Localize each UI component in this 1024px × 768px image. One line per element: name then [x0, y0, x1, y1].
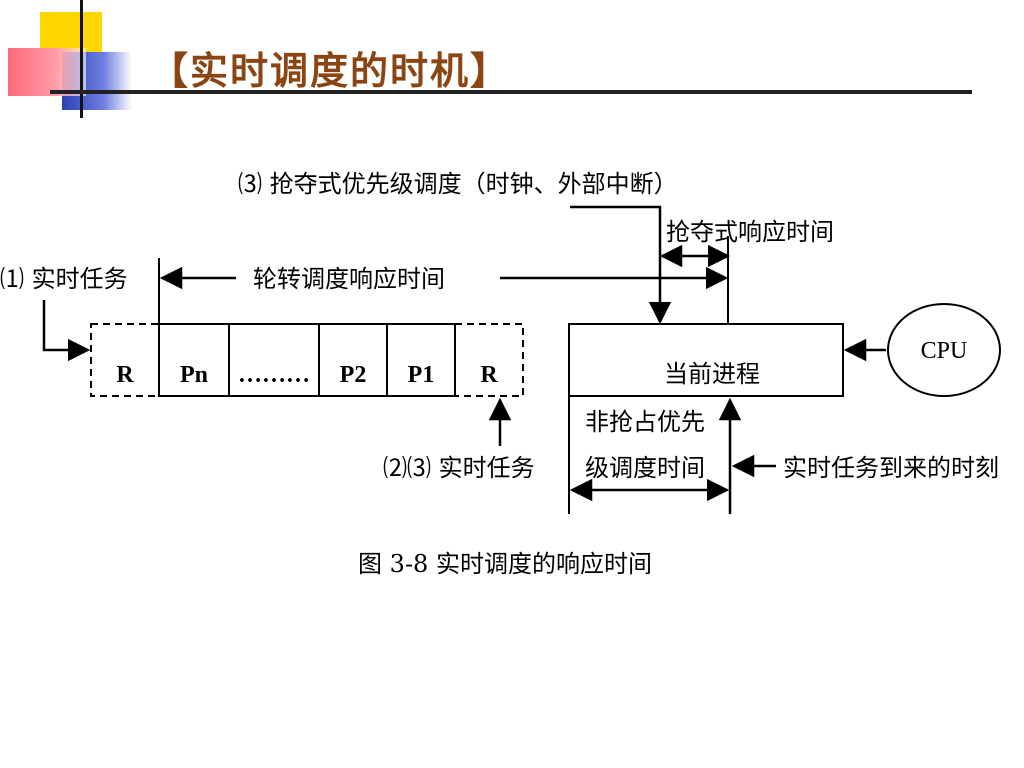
rt-task-1-arrow — [42, 300, 91, 362]
queue-label-p2: P2 — [340, 362, 367, 388]
current-process-label: 当前进程 — [664, 360, 760, 388]
deco-vertical-line — [80, 0, 83, 118]
queue-label-p1: P1 — [408, 362, 435, 388]
queue-cell-r-right — [454, 323, 524, 397]
cpu-ellipse — [887, 303, 1001, 397]
label-rt-task-23: ⑵⑶ 实时任务 — [383, 454, 535, 482]
label-preemptive-response: 抢夺式响应时间 — [666, 218, 834, 246]
ready-queue: R Pn ……… P2 P1 R — [90, 323, 524, 397]
deco-red-square — [8, 48, 86, 96]
current-process-box — [568, 323, 844, 397]
label-nonpreemptive-line1: 非抢占优先 — [585, 408, 705, 436]
slide-title: 【实时调度的时机】 — [150, 48, 511, 93]
queue-label-dots: ……… — [238, 362, 310, 388]
queue-label-r-left: R — [116, 362, 134, 388]
label-round-robin: 轮转调度响应时间 — [253, 265, 445, 293]
title-rule — [50, 90, 972, 94]
label-nonpreemptive-line2: 级调度时间 — [585, 454, 705, 482]
preemptive-connector — [570, 205, 672, 325]
label-preemptive-scheduling: ⑶ 抢夺式优先级调度（时钟、外部中断） — [238, 170, 678, 198]
figure-caption: 图 3-8 实时调度的响应时间 — [358, 550, 652, 578]
queue-label-r-right: R — [480, 362, 498, 388]
cpu-label: CPU — [921, 338, 968, 364]
queue-cell-r-left — [90, 323, 160, 397]
label-arrival: 实时任务到来的时刻 — [783, 454, 999, 482]
label-rt-task-1: ⑴ 实时任务 — [0, 265, 128, 293]
queue-label-pn: Pn — [180, 362, 208, 388]
